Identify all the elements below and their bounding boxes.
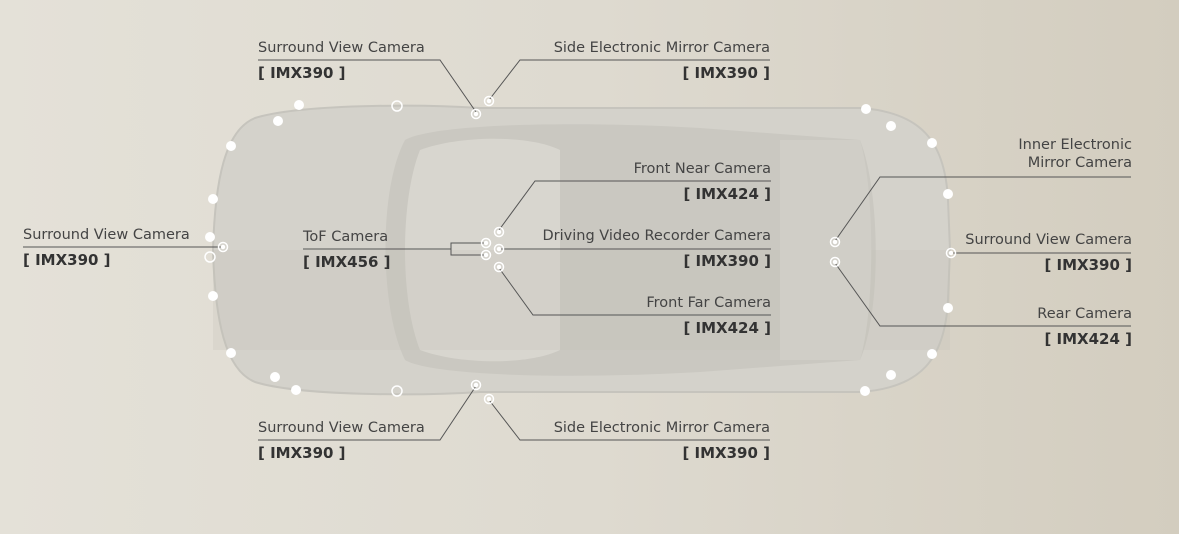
- camera-name: Surround View Camera: [258, 40, 425, 56]
- sensor-model: [ IMX424 ]: [683, 319, 771, 337]
- sensor-model: [ IMX390 ]: [258, 444, 346, 462]
- camera-name: Front Near Camera: [633, 161, 771, 177]
- label-side-mirror-top: Side Electronic Mirror Camera [ IMX390 ]: [554, 39, 770, 82]
- sensor-model: [ IMX456 ]: [303, 253, 391, 271]
- label-surround-top: Surround View Camera [ IMX390 ]: [258, 39, 425, 82]
- label-front-far: Front Far Camera [ IMX424 ]: [646, 294, 771, 337]
- sensor-rings: [204, 100, 403, 397]
- camera-icon: [470, 108, 482, 120]
- leader-lines: [23, 59, 1131, 441]
- camera-icon: [493, 226, 505, 238]
- camera-icon: [470, 379, 482, 391]
- camera-icon: [483, 393, 495, 405]
- label-surround-right: Surround View Camera [ IMX390 ]: [965, 231, 1132, 274]
- camera-name: Surround View Camera: [965, 232, 1132, 248]
- camera-icon: [217, 241, 229, 253]
- camera-name: Surround View Camera: [258, 420, 425, 436]
- camera-markers: [217, 95, 957, 405]
- camera-icon: [480, 237, 492, 249]
- label-inner-mirror: Inner Electronic Mirror Camera: [1018, 136, 1132, 172]
- car-top-view: [211, 104, 952, 396]
- label-tof: ToF Camera [ IMX456 ]: [303, 228, 391, 271]
- label-surround-bottom: Surround View Camera [ IMX390 ]: [258, 419, 425, 462]
- sensor-model: [ IMX390 ]: [683, 252, 771, 270]
- camera-icon: [829, 256, 841, 268]
- sensor-model: [ IMX390 ]: [682, 444, 770, 462]
- sensor-model: [ IMX424 ]: [683, 185, 771, 203]
- sensor-dots: [205, 100, 953, 396]
- camera-icon: [493, 243, 505, 255]
- camera-name: Rear Camera: [1037, 306, 1132, 322]
- camera-name: Surround View Camera: [23, 227, 190, 243]
- camera-icon: [945, 247, 957, 259]
- sensor-model: [ IMX390 ]: [682, 64, 770, 82]
- camera-name: ToF Camera: [303, 229, 389, 245]
- camera-name: Side Electronic Mirror Camera: [553, 420, 770, 436]
- camera-name: Inner Electronic: [1018, 137, 1132, 153]
- sensor-model: [ IMX424 ]: [1044, 330, 1132, 348]
- label-front-near: Front Near Camera [ IMX424 ]: [634, 160, 771, 203]
- label-side-mirror-bottom: Side Electronic Mirror Camera [ IMX390 ]: [554, 419, 770, 462]
- camera-name: Driving Video Recorder Camera: [542, 228, 772, 244]
- camera-name: Front Far Camera: [646, 295, 771, 311]
- camera-icon: [483, 95, 495, 107]
- sensor-model: [ IMX390 ]: [1044, 256, 1132, 274]
- label-rear: Rear Camera [ IMX424 ]: [1037, 305, 1132, 348]
- camera-icon: [480, 249, 492, 261]
- camera-name: Side Electronic Mirror Camera: [553, 40, 770, 56]
- label-driving-recorder: Driving Video Recorder Camera [ IMX390 ]: [543, 227, 772, 270]
- camera-icon: [829, 236, 841, 248]
- sensor-model: [ IMX390 ]: [23, 251, 111, 269]
- camera-icon: [493, 261, 505, 273]
- sensor-model: [ IMX390 ]: [258, 64, 346, 82]
- label-surround-left: Surround View Camera [ IMX390 ]: [23, 226, 190, 269]
- camera-name-line2: Mirror Camera: [1027, 155, 1132, 171]
